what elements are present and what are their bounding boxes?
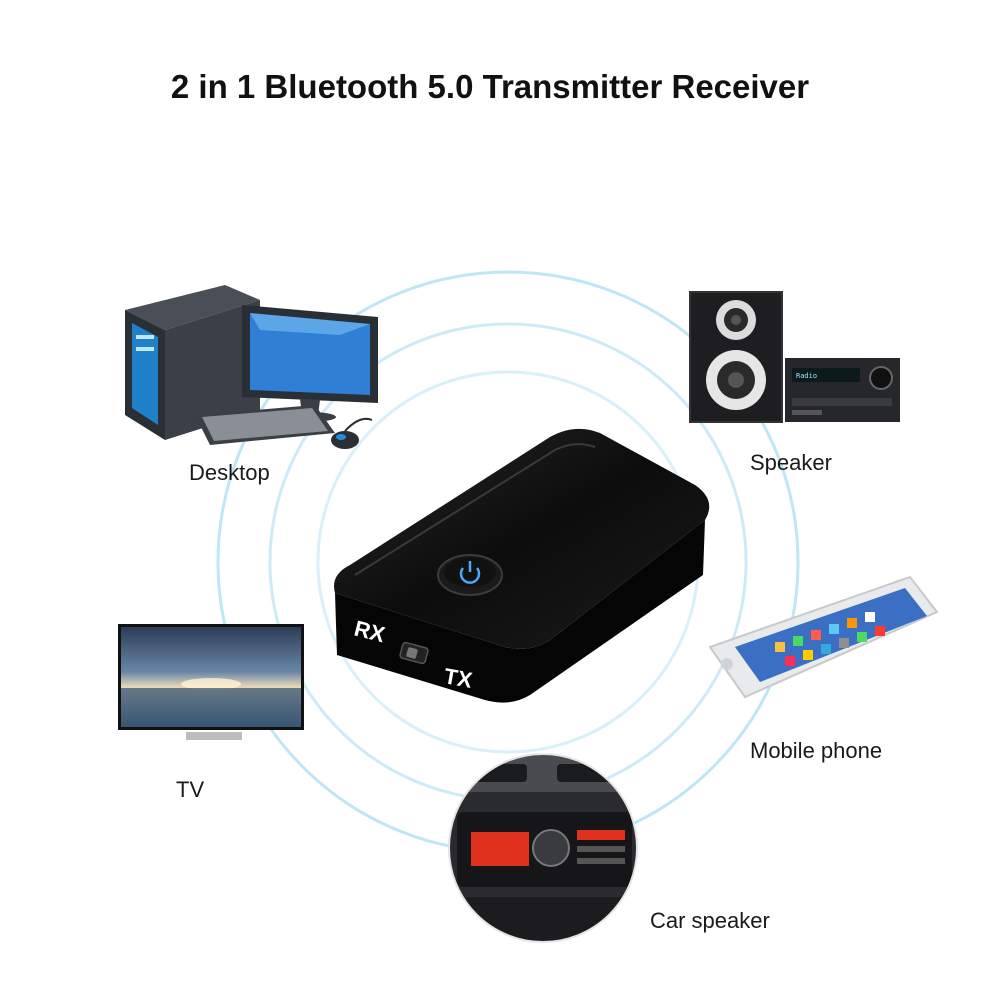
page-title: 2 in 1 Bluetooth 5.0 Transmitter Receive… bbox=[170, 68, 810, 105]
tv-illustration bbox=[118, 624, 304, 740]
car-radio-display bbox=[471, 832, 529, 866]
speaker-label: Speaker bbox=[750, 450, 832, 475]
mobile-phone-label: Mobile phone bbox=[750, 738, 883, 763]
tv-label: TV bbox=[176, 777, 205, 802]
power-icon bbox=[459, 561, 481, 584]
speaker-cabinet bbox=[689, 291, 783, 423]
pc-monitor bbox=[242, 305, 378, 422]
hifi-unit: Radio bbox=[785, 358, 900, 422]
car-speaker-label: Car speaker bbox=[650, 908, 770, 933]
mobile-phone-illustration bbox=[708, 575, 939, 699]
svg-text:Radio: Radio bbox=[796, 372, 817, 380]
pc-tower bbox=[125, 285, 260, 440]
mode-switch[interactable] bbox=[399, 641, 429, 665]
power-button[interactable] bbox=[437, 554, 503, 596]
tx-label: TX bbox=[442, 663, 474, 693]
desktop-label: Desktop bbox=[189, 460, 270, 485]
car-speaker-illustration bbox=[448, 753, 638, 943]
pc-mouse bbox=[331, 417, 373, 449]
desktop-illustration bbox=[125, 285, 378, 449]
phone-screen bbox=[735, 588, 927, 682]
bluetooth-device: RX TX bbox=[334, 428, 710, 703]
app-icons bbox=[775, 612, 885, 666]
pc-keyboard bbox=[195, 405, 335, 445]
speaker-illustration: Radio bbox=[689, 291, 900, 423]
